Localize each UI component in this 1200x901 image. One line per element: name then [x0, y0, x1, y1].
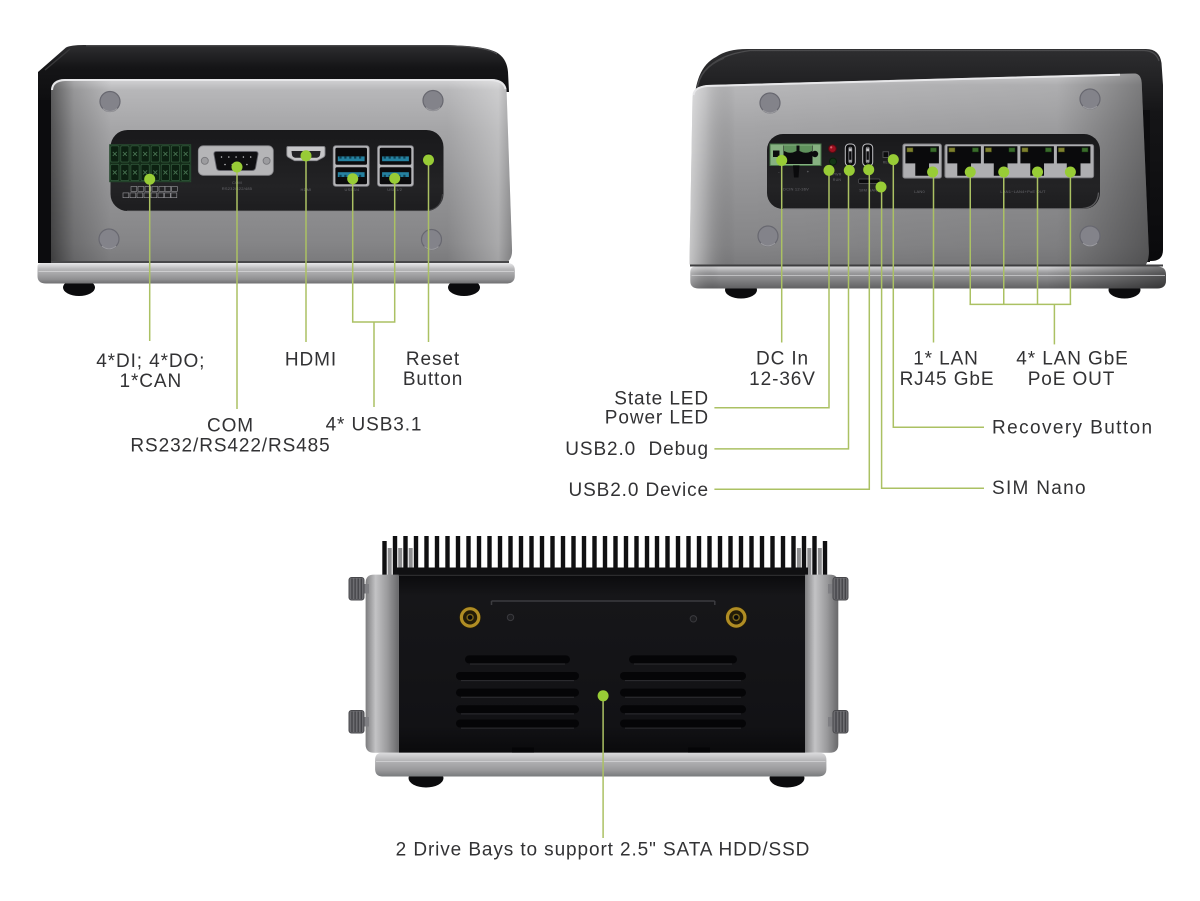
svg-text:COM: COM	[207, 416, 254, 437]
svg-text:12-36V: 12-36V	[749, 369, 816, 390]
svg-text:State LED: State LED	[614, 389, 709, 410]
svg-text:Power LED: Power LED	[605, 408, 709, 429]
svg-text:DC In: DC In	[756, 349, 809, 370]
svg-text:-: -	[778, 169, 780, 174]
svg-text:HDMI: HDMI	[285, 350, 337, 371]
svg-text:2 Drive Bays to support 2.5" S: 2 Drive Bays to support 2.5" SATA HDD/SS…	[396, 840, 811, 861]
svg-text:LAN0: LAN0	[914, 189, 925, 194]
svg-text:LAN1~LAN4+PoE OUT: LAN1~LAN4+PoE OUT	[1000, 189, 1046, 194]
svg-text:4*DI; 4*DO;: 4*DI; 4*DO;	[96, 351, 205, 372]
svg-text:RJ45 GbE: RJ45 GbE	[900, 369, 995, 390]
svg-text:USB2.0 Device: USB2.0 Device	[568, 480, 709, 501]
svg-text:PoE OUT: PoE OUT	[1028, 369, 1116, 390]
svg-text:+: +	[807, 169, 810, 174]
svg-text:PWR: PWR	[833, 173, 842, 177]
svg-text:4* LAN GbE: 4* LAN GbE	[1016, 349, 1129, 370]
svg-text:Button: Button	[403, 369, 463, 390]
svg-text:1*CAN: 1*CAN	[120, 371, 183, 392]
svg-text:Recovery Button: Recovery Button	[992, 418, 1153, 439]
svg-text:Reset: Reset	[406, 349, 460, 370]
svg-text:USB2.0 Debug: USB2.0 Debug	[565, 439, 709, 460]
svg-text:RUN: RUN	[833, 178, 842, 182]
svg-text:DCIN 12-36V: DCIN 12-36V	[783, 187, 809, 192]
svg-text:1* LAN: 1* LAN	[913, 349, 979, 370]
svg-text:4* USB3.1: 4* USB3.1	[326, 415, 423, 436]
svg-text:RES: RES	[883, 161, 891, 165]
svg-text:SIM Nano: SIM Nano	[992, 478, 1087, 499]
svg-text:RS232/RS422/RS485: RS232/RS422/RS485	[130, 436, 330, 457]
